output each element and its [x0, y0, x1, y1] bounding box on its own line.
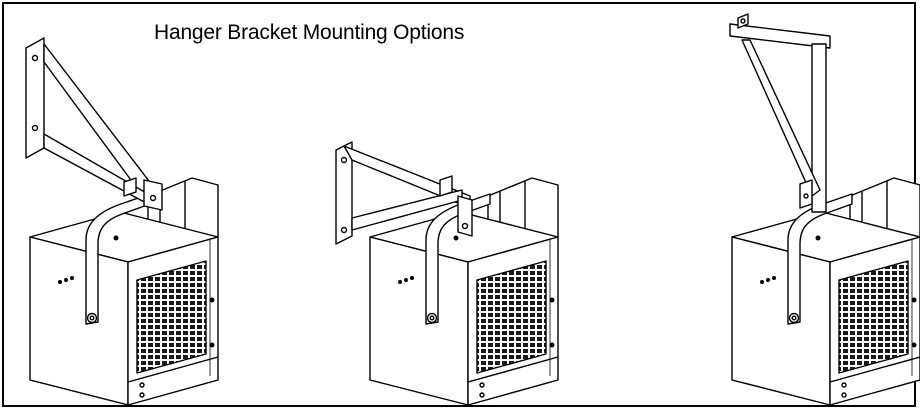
- diagram-title: Hanger Bracket Mounting Options: [154, 21, 465, 44]
- option-2-bracket: [335, 141, 473, 245]
- option-1-bracket: [25, 37, 163, 211]
- option-3-bracket: [729, 13, 831, 213]
- option-1-heater: [29, 177, 219, 406]
